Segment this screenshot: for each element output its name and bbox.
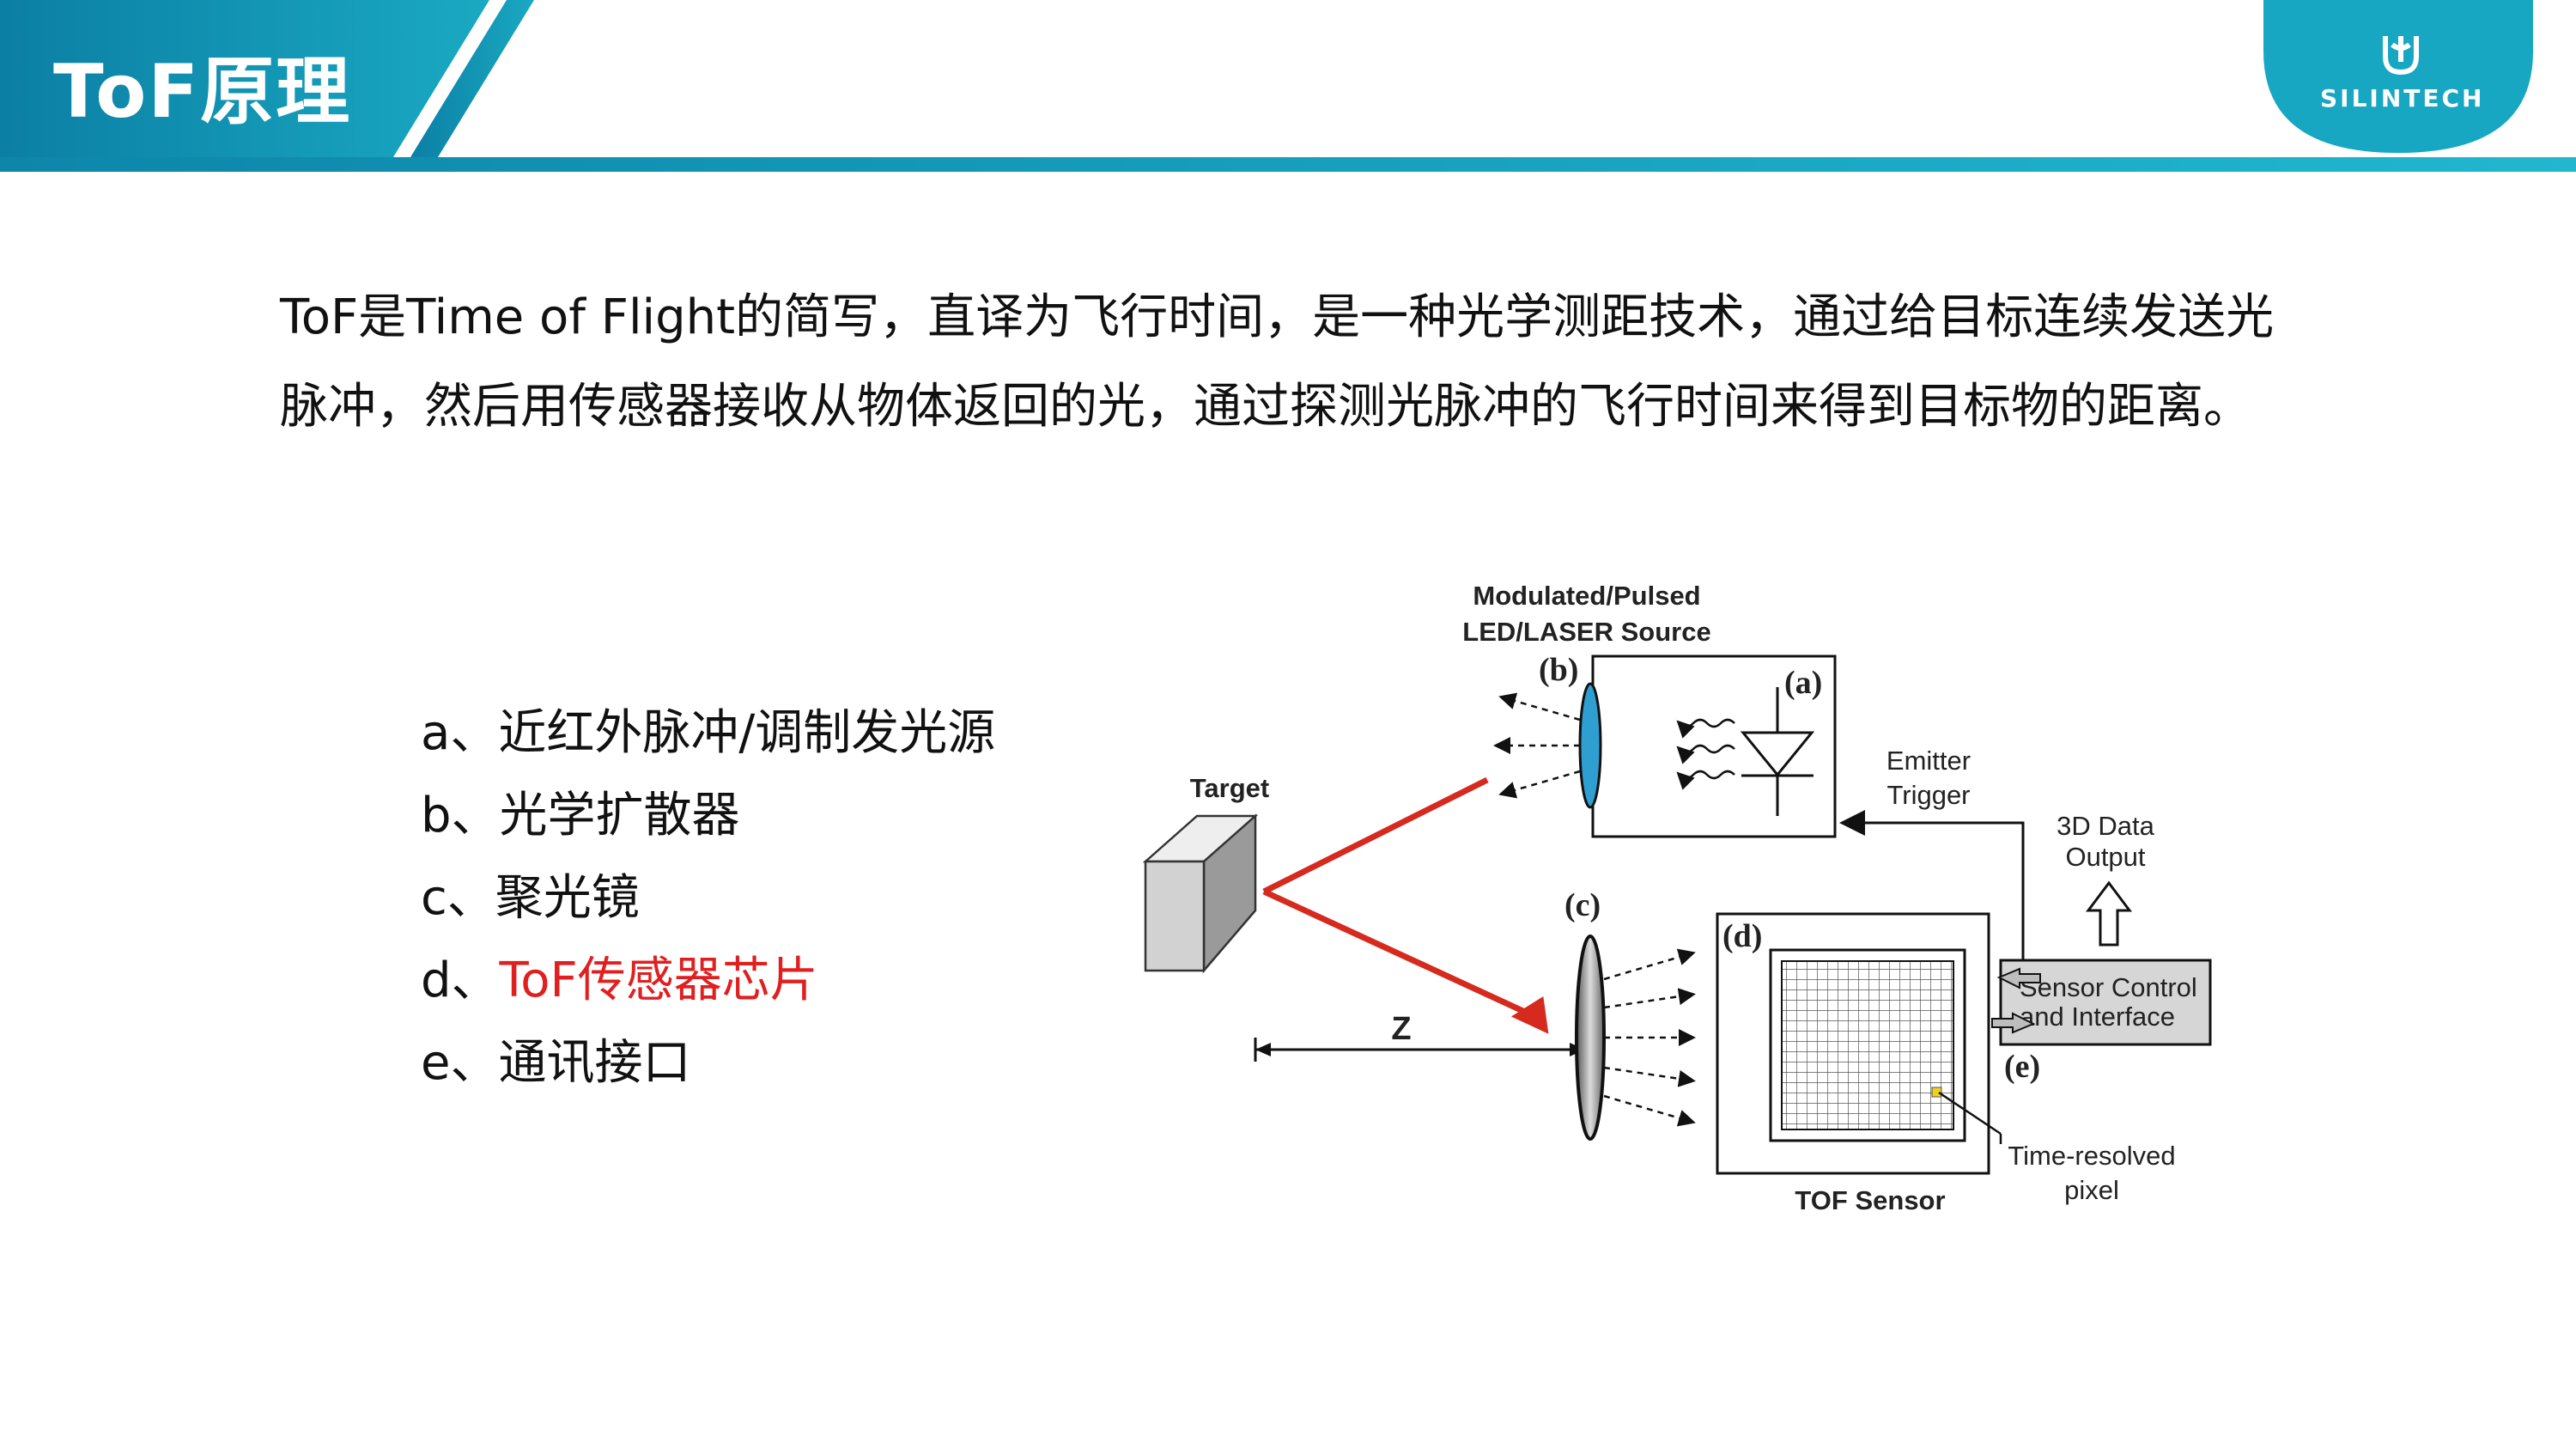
source-title-1: Modulated/Pulsed: [1473, 581, 1700, 611]
diffuser-lens: [1578, 682, 1602, 809]
diffuser-rays: [1493, 692, 1581, 799]
light-path: [1262, 776, 1530, 1017]
pixel-label-1: Time-resolved: [2008, 1141, 2175, 1171]
list-item-prefix: e、: [421, 1035, 499, 1091]
emitter-label-1: Emitter: [1886, 746, 1971, 776]
marker-d: (d): [1722, 918, 1762, 954]
list-item-label: 聚光镜: [495, 870, 640, 926]
sensor-control-line-2: and Interface: [2020, 1002, 2175, 1032]
logo-badge: [2263, 0, 2533, 153]
tof-diagram: Modulated/Pulsed LED/LASER Source (a) (b…: [1142, 581, 2212, 1215]
target-cube: [1142, 813, 1259, 974]
pixel-label-2: pixel: [2064, 1175, 2119, 1205]
tof-sensor-label: TOF Sensor: [1795, 1185, 1945, 1215]
emitter-trigger-path: [1839, 810, 2025, 960]
intro-paragraph: ToF是Time of Flight的简写，直译为飞行时间，是一种光学测距技术，…: [280, 273, 2375, 452]
logo-icon: [2383, 36, 2419, 76]
marker-a: (a): [1784, 665, 1822, 701]
interface-arrows: [1991, 967, 2041, 1034]
pixel-callout-line: [1938, 1091, 2002, 1135]
marker-b: (b): [1539, 652, 1578, 688]
page-title: ToF原理: [53, 49, 352, 135]
component-list: a、近红外脉冲/调制发光源 b、光学扩散器 c、聚光镜 d、ToF传感器芯片 e…: [421, 692, 995, 1105]
time-resolved-pixel: [1931, 1087, 1942, 1098]
logo-text: SILINTECH: [2320, 84, 2485, 113]
list-item: b、光学扩散器: [421, 775, 995, 857]
list-item-label-highlight: ToF传感器芯片: [499, 953, 818, 1008]
marker-c: (c): [1564, 887, 1601, 923]
intro-line-2: 脉冲，然后用传感器接收从物体返回的光，通过探测光脉冲的飞行时间来得到目标物的距离…: [280, 379, 2251, 435]
focusing-lens: [1575, 935, 1606, 1141]
output-arrow-icon: [2086, 880, 2132, 947]
marker-e: (e): [2004, 1049, 2040, 1085]
list-item-prefix: a、: [421, 705, 499, 761]
list-item: d、ToF传感器芯片: [421, 940, 995, 1022]
header-band: [0, 0, 2576, 172]
pixel-array: [1781, 960, 1954, 1130]
list-item-prefix: b、: [421, 788, 500, 843]
title-tab-stripe: [410, 0, 534, 157]
focusing-rays: [1603, 948, 1696, 1127]
source-title-2: LED/LASER Source: [1462, 617, 1710, 647]
emission-waves-icon: [1676, 718, 1735, 790]
light-path-arrowhead: [1510, 996, 1549, 1034]
diode-icon: [1740, 687, 1815, 816]
emitter-label-2: Trigger: [1886, 780, 1970, 810]
list-item: e、通讯接口: [421, 1022, 995, 1105]
list-item-label: 近红外脉冲/调制发光源: [498, 705, 996, 761]
list-item-label: 通讯接口: [498, 1035, 691, 1091]
z-label: Z: [1391, 1011, 1411, 1047]
output-label-1: 3D Data: [2057, 811, 2154, 841]
target-label: Target: [1190, 773, 1269, 803]
intro-line-1: ToF是Time of Flight的简写，直译为飞行时间，是一种光学测距技术，…: [280, 289, 2275, 345]
list-item: a、近红外脉冲/调制发光源: [421, 692, 995, 775]
sensor-control-line-1: Sensor Control: [2020, 972, 2197, 1002]
list-item-prefix: d、: [421, 953, 500, 1008]
list-item-label: 光学扩散器: [499, 788, 740, 843]
title-tab: [0, 0, 489, 157]
z-arrow-left: [1255, 1043, 1271, 1056]
list-item-prefix: c、: [421, 870, 495, 926]
header-underline: [0, 157, 2576, 172]
output-label-2: Output: [2065, 842, 2145, 872]
list-item: c、聚光镜: [421, 857, 995, 940]
